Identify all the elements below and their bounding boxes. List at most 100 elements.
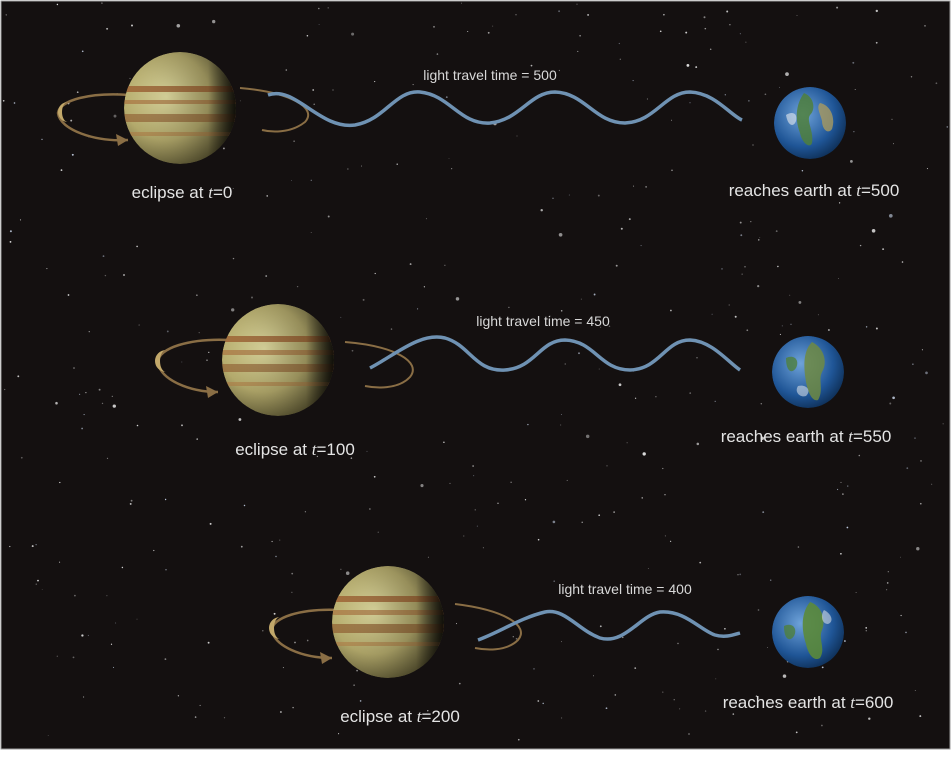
star [136, 424, 139, 427]
star [9, 241, 12, 243]
star [515, 637, 518, 640]
star [837, 278, 839, 280]
star [508, 306, 510, 309]
earth-icon [772, 596, 844, 668]
star [449, 482, 451, 484]
star [537, 700, 540, 702]
star [924, 25, 926, 27]
star [374, 81, 376, 83]
star [790, 323, 792, 325]
star [888, 213, 893, 218]
star [136, 245, 138, 248]
star [473, 475, 475, 477]
star [855, 592, 857, 594]
star [312, 89, 315, 91]
star [619, 58, 621, 60]
star [313, 103, 315, 106]
star [914, 437, 916, 439]
star [564, 363, 566, 365]
star [585, 434, 590, 439]
star [136, 618, 138, 620]
earth-arrival-label: reaches earth at t=550 [721, 427, 892, 446]
row-2: light travel time = 450 eclipse at t=100… [155, 304, 891, 459]
star [632, 80, 634, 82]
star [759, 237, 761, 238]
star [840, 552, 842, 555]
star [755, 695, 758, 697]
star [362, 298, 365, 301]
star [81, 50, 84, 53]
star [566, 479, 568, 481]
star [881, 705, 883, 707]
star [900, 556, 901, 558]
star [72, 656, 75, 659]
star [886, 589, 888, 591]
star [240, 545, 243, 548]
star [106, 595, 108, 597]
star [605, 707, 608, 710]
star [614, 694, 617, 696]
star [292, 706, 294, 709]
star [474, 509, 476, 511]
star [740, 234, 743, 237]
star [458, 682, 461, 685]
star [351, 32, 355, 36]
star [271, 540, 273, 543]
starfield [2, 2, 949, 741]
star [266, 195, 269, 197]
star [374, 272, 376, 275]
star [81, 427, 83, 430]
star [561, 717, 563, 719]
star [285, 69, 288, 71]
star [662, 467, 664, 470]
star [138, 324, 140, 326]
star [166, 330, 169, 333]
star [775, 230, 778, 233]
star [757, 285, 760, 288]
eclipse-time-label: eclipse at t=100 [235, 440, 355, 459]
star [79, 393, 81, 395]
star [409, 263, 412, 266]
star [689, 102, 691, 104]
star [696, 442, 700, 446]
star [580, 298, 582, 300]
star [561, 641, 562, 643]
star [560, 424, 562, 426]
star [113, 114, 117, 118]
star [232, 187, 234, 189]
star [279, 711, 282, 713]
star [599, 625, 602, 628]
star [750, 220, 752, 223]
star [115, 622, 117, 624]
star [732, 713, 735, 715]
star [423, 286, 426, 288]
star [436, 53, 439, 55]
star [153, 549, 155, 552]
star [846, 526, 849, 529]
star [852, 61, 855, 64]
star [516, 135, 518, 137]
star [797, 546, 800, 548]
star [734, 315, 737, 318]
star [181, 424, 183, 427]
star [568, 194, 570, 196]
star [836, 6, 839, 9]
star [737, 574, 739, 576]
star [487, 31, 490, 34]
star [892, 396, 895, 400]
star [222, 147, 225, 150]
star [795, 731, 798, 734]
star [110, 643, 113, 645]
moon-orbit-arrow [56, 93, 131, 146]
star [74, 594, 76, 597]
star [83, 696, 85, 698]
jupiter-icon [222, 304, 334, 416]
star [279, 539, 281, 541]
star [251, 296, 253, 299]
star [711, 313, 713, 315]
star [801, 169, 804, 172]
star [882, 248, 885, 251]
star [290, 179, 292, 181]
moon-icon [269, 617, 280, 639]
